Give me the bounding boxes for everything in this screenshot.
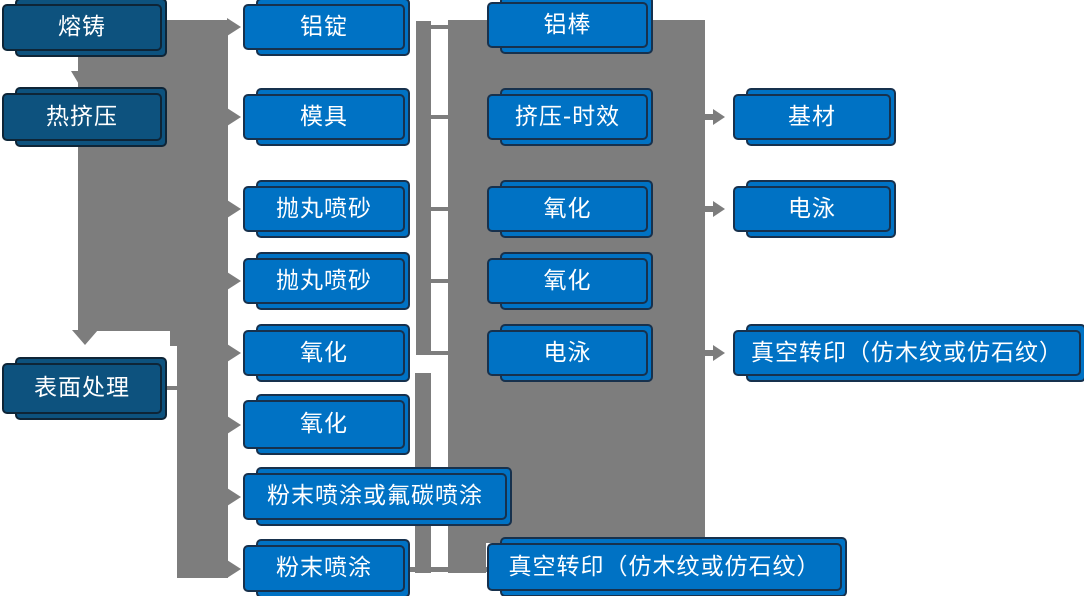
node-electrophoresis-1: 电泳 — [487, 330, 648, 376]
node-extrusion-aging: 挤压-时效 — [487, 94, 648, 140]
node-label: 氧化 — [543, 195, 592, 222]
left-trunk-upper-slab — [78, 20, 228, 331]
node-label: 粉末喷涂 — [276, 555, 372, 581]
node-die: 模具 — [243, 94, 405, 140]
node-melting-casting: 熔铸 — [2, 4, 162, 51]
node-label: 熔铸 — [58, 14, 106, 40]
arrowhead-to-electrophoresis-2-icon — [713, 201, 725, 217]
node-surface-treatment: 表面处理 — [2, 363, 162, 414]
link-row3 — [430, 207, 449, 211]
arrowhead-to-shot-blasting-1-icon — [227, 200, 241, 218]
down-arrowheads — [71, 71, 98, 345]
link-row2 — [430, 115, 449, 119]
link-powder-to-vacuum — [403, 567, 487, 572]
node-vacuum-transfer-2: 真空转印（仿木纹或仿石纹） — [733, 330, 1081, 376]
node-label: 真空转印（仿木纹或仿石纹） — [751, 339, 1063, 366]
node-anodizing-1: 氧化 — [243, 330, 405, 376]
node-label: 挤压-时效 — [514, 103, 621, 130]
link-row1 — [430, 25, 449, 29]
middle-bus-upper — [416, 21, 431, 355]
node-label: 氧化 — [300, 339, 348, 366]
arrowhead-to-hot-extrusion-icon — [71, 71, 89, 86]
arrowhead-to-surface-treatment-icon — [72, 330, 98, 345]
node-powder-coating: 粉末喷涂 — [243, 545, 405, 592]
arrowhead-to-die-icon — [227, 108, 241, 126]
arrowhead-to-vacuum-transfer-2-icon — [713, 345, 725, 361]
stem-to-vacuum-transfer-2 — [705, 350, 714, 356]
link-surface-treatment — [162, 386, 178, 390]
arrowhead-to-anodizing-1-icon — [227, 344, 241, 362]
node-label: 表面处理 — [34, 375, 130, 401]
arrowhead-to-aluminum-ingot-icon — [227, 18, 241, 36]
node-anodizing-3: 氧化 — [487, 186, 648, 232]
node-vacuum-transfer-1: 真空转印（仿木纹或仿石纹） — [487, 543, 842, 591]
node-aluminum-rod: 铝棒 — [487, 2, 648, 48]
node-label: 氧化 — [543, 267, 592, 294]
node-aluminum-ingot: 铝锭 — [243, 4, 405, 50]
node-base-material: 基材 — [733, 94, 891, 140]
node-label: 电泳 — [788, 195, 836, 222]
node-powder-or-fluorocarbon-coating: 粉末喷涂或氟碳喷涂 — [243, 473, 507, 520]
node-label: 铝锭 — [300, 13, 348, 40]
arrowhead-to-powder-fluorocarbon-icon — [227, 488, 241, 506]
arrowhead-to-powder-coating-icon — [227, 560, 241, 578]
node-shot-blasting-2: 抛丸喷砂 — [243, 258, 405, 304]
arrowhead-to-shot-blasting-2-icon — [227, 272, 241, 290]
link-row4 — [430, 279, 449, 283]
arrows-to-col4 — [705, 109, 725, 361]
node-label: 粉末喷涂或氟碳喷涂 — [267, 483, 483, 509]
node-label: 基材 — [788, 103, 836, 130]
left-trunk-lower-slab — [177, 340, 228, 578]
node-electrophoresis-2: 电泳 — [733, 186, 891, 232]
node-label: 电泳 — [543, 339, 592, 366]
node-label: 氧化 — [300, 411, 348, 437]
node-label: 真空转印（仿木纹或仿石纹） — [508, 553, 821, 580]
stem-to-base-material — [705, 114, 714, 120]
node-anodizing-4: 氧化 — [487, 258, 648, 304]
arrowhead-to-base-material-icon — [713, 109, 725, 125]
node-label: 热挤压 — [46, 103, 118, 130]
node-label: 抛丸喷砂 — [276, 267, 372, 294]
node-label: 模具 — [300, 103, 348, 130]
node-label: 铝棒 — [543, 11, 592, 38]
node-label: 抛丸喷砂 — [276, 195, 372, 222]
arrowhead-to-anodizing-2-icon — [227, 416, 241, 434]
left-trunk — [78, 20, 228, 578]
stem-to-electrophoresis-2 — [705, 206, 714, 212]
link-lines — [162, 25, 487, 572]
arrowheads-to-col2 — [227, 18, 241, 578]
node-anodizing-2: 氧化 — [243, 400, 405, 449]
node-shot-blasting-1: 抛丸喷砂 — [243, 186, 405, 232]
node-hot-extrusion: 热挤压 — [2, 93, 162, 141]
link-row5 — [430, 351, 449, 355]
